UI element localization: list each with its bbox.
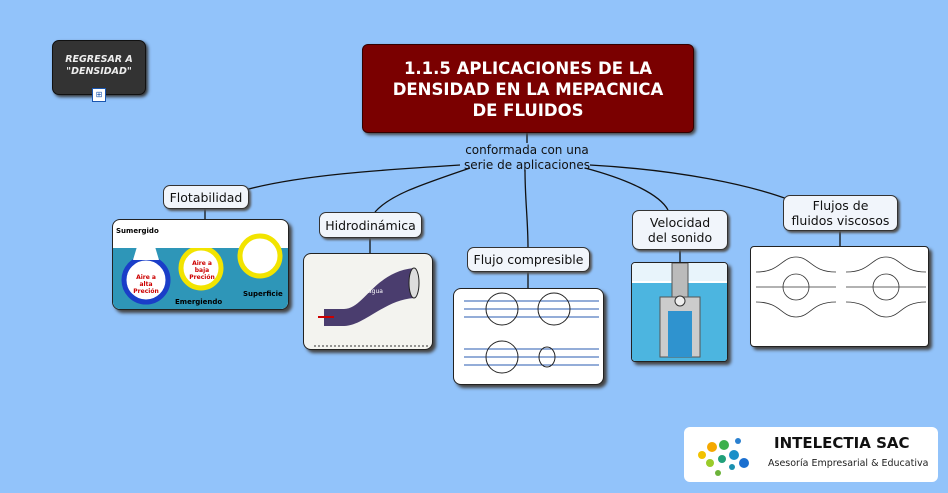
pipe-flow-diagram [314,267,429,347]
label-alta: Aire a alta Preción [133,274,159,295]
concept-map-icon[interactable]: ⊞ [92,88,106,102]
logo-name: INTELECTIA SAC [774,434,910,452]
node-flujos-viscosos[interactable]: Flujos de fluidos viscosos [783,195,898,231]
node-flujo-compresible[interactable]: Flujo compresible [467,247,590,272]
logo-tagline: Asesoría Empresarial & Educativa [768,458,929,469]
flujos-viscosos-image[interactable] [750,246,929,347]
velocidad-sonido-image[interactable] [631,262,728,362]
brain-network-icon [698,438,749,476]
node-velocidad-sonido[interactable]: Velocidad del sonido [632,210,728,250]
back-button-label: REGRESAR A "DENSIDAD" [65,54,133,77]
submarine-diagram [113,230,288,309]
linking-phrase: conformada con una serie de aplicaciones [463,143,591,172]
label-baja: Aire a baja Preción [189,260,215,281]
hidrodinamica-image[interactable]: agua [303,253,433,350]
sound-tube-diagram [632,263,727,361]
label-sumergido: Sumergido [116,227,159,235]
compressible-flow-diagram [464,292,599,374]
label-superficie: Superficie [243,290,283,298]
page-title: 1.1.5 APLICACIONES DE LA DENSIDAD EN LA … [362,44,694,133]
viscous-flow-diagram [755,256,927,318]
label-agua: agua [368,288,383,295]
node-flotabilidad[interactable]: Flotabilidad [163,185,249,209]
intelectia-logo: INTELECTIA SAC Asesoría Empresarial & Ed… [684,427,938,482]
label-emergiendo: Emergiendo [175,298,223,306]
flujo-compresible-image[interactable] [453,288,604,385]
back-to-densidad-button[interactable]: REGRESAR A "DENSIDAD" [52,40,146,95]
node-hidrodinamica[interactable]: Hidrodinámica [319,212,422,238]
flotabilidad-image[interactable]: Sumergido Aire a alta Preción Aire a baj… [112,219,289,310]
